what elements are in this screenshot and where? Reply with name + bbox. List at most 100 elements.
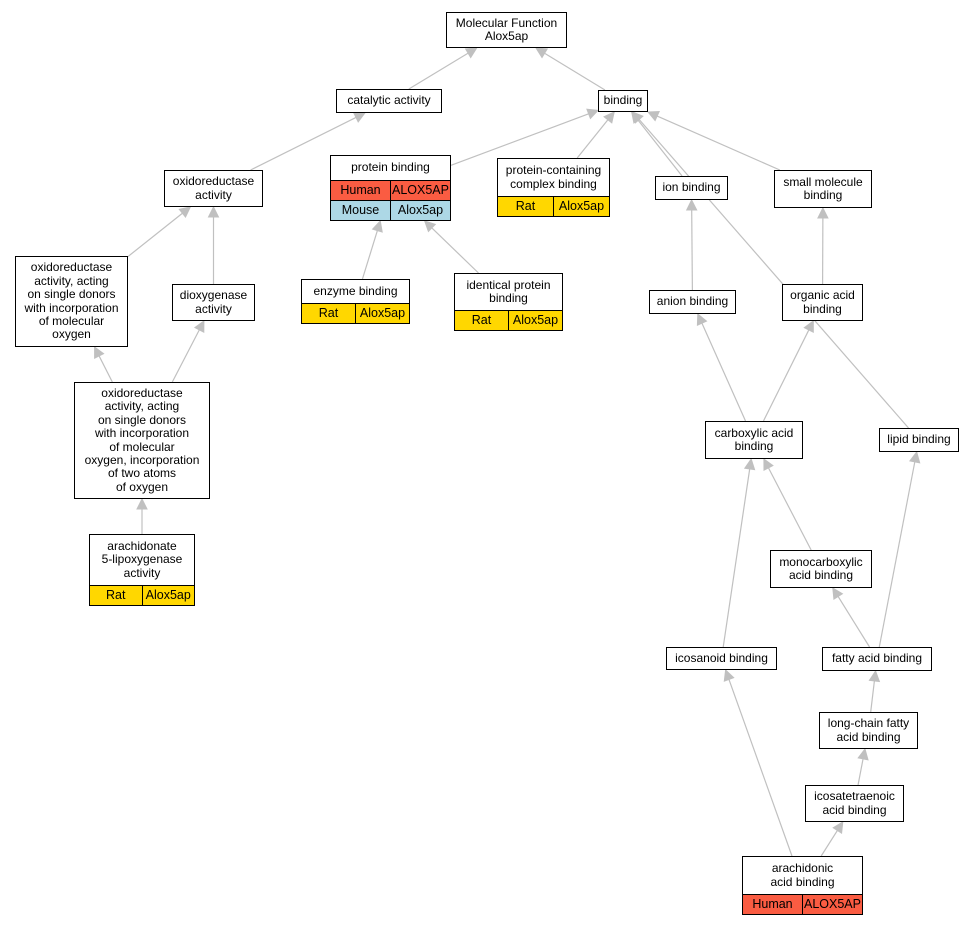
edge-arrowhead bbox=[136, 497, 148, 510]
annotation-species: Rat bbox=[318, 305, 339, 320]
edge-arrowhead bbox=[352, 112, 366, 123]
node-label: monocarboxylic acid binding bbox=[771, 551, 871, 587]
annotation-gene: Alox5ap bbox=[553, 197, 609, 216]
edge-line bbox=[637, 119, 683, 177]
edge-arrowhead bbox=[723, 668, 735, 682]
node-small-molecule-binding[interactable]: small molecule binding bbox=[774, 170, 872, 208]
edge-line bbox=[250, 116, 357, 171]
annotation-species: Mouse bbox=[341, 202, 380, 217]
node-label-line: binding bbox=[734, 439, 774, 453]
edge-arrowhead bbox=[631, 111, 644, 124]
node-label: protein-containing complex binding bbox=[498, 159, 609, 196]
edge-arrowhead bbox=[803, 320, 814, 334]
annotation-row: Mouse Alox5ap bbox=[331, 200, 450, 220]
node-lipid-binding[interactable]: lipid binding bbox=[879, 428, 959, 452]
node-label: protein binding bbox=[331, 156, 450, 180]
edge-arrowhead bbox=[763, 458, 774, 472]
node-label-line: binding bbox=[803, 301, 842, 316]
node-label-line: complex binding bbox=[510, 176, 597, 191]
edge-arrowhead bbox=[535, 47, 549, 59]
node-arachidonic-acid-binding[interactable]: arachidonic acid binding Human ALOX5AP bbox=[742, 856, 863, 915]
node-binding[interactable]: binding bbox=[598, 90, 648, 112]
node-label-line: organic acid bbox=[790, 288, 855, 303]
edge-line bbox=[431, 227, 479, 274]
node-label-line: activity, acting bbox=[104, 399, 180, 414]
node-molecular-function[interactable]: Molecular Function Alox5ap bbox=[446, 12, 567, 48]
node-label: oxidoreductase activity, acting on singl… bbox=[75, 383, 209, 498]
edge-line bbox=[691, 209, 693, 291]
node-fatty-acid-binding[interactable]: fatty acid binding bbox=[822, 647, 932, 671]
node-label-line: with incorporation bbox=[94, 426, 190, 441]
annotation-gene: Alox5ap bbox=[355, 304, 409, 323]
node-label-line: anion binding bbox=[656, 294, 729, 309]
edge-arrowhead bbox=[832, 821, 844, 834]
node-label-line: dioxygenase bbox=[179, 288, 248, 303]
node-label-line: catalytic activity bbox=[347, 93, 431, 108]
node-catalytic-activity[interactable]: catalytic activity bbox=[336, 89, 442, 113]
node-label-line: ion binding bbox=[662, 180, 721, 195]
node-label-line: icosanoid binding bbox=[675, 650, 768, 665]
node-label-line: on single donors bbox=[97, 412, 187, 427]
node-label: icosanoid binding bbox=[667, 648, 776, 669]
edge-line bbox=[701, 322, 747, 422]
node-label-line: of two atoms bbox=[107, 466, 177, 481]
edge-arrowhead bbox=[868, 669, 881, 683]
edge-line bbox=[820, 830, 838, 857]
edge-arrowhead bbox=[586, 108, 600, 120]
annotation-gene: Alox5ap bbox=[390, 201, 450, 220]
node-label-line: of molecular bbox=[109, 439, 175, 454]
edge-arrowhead bbox=[832, 587, 844, 600]
node-label-line: protein binding bbox=[351, 160, 430, 175]
edge-line bbox=[450, 113, 589, 166]
annotation-species: Rat bbox=[515, 198, 536, 213]
node-label-line: activity, acting bbox=[34, 273, 109, 288]
node-label-line: of molecular bbox=[38, 313, 105, 328]
node-carboxylic-acid-binding[interactable]: carboxylic acid binding bbox=[705, 421, 803, 459]
edge-line bbox=[857, 758, 864, 786]
node-enzyme-binding[interactable]: enzyme binding Rat Alox5ap bbox=[301, 279, 410, 324]
node-label-line: arachidonate bbox=[107, 538, 177, 553]
node-label: arachidonate 5-lipoxygenase activity bbox=[90, 535, 194, 585]
edge-arrowhead bbox=[743, 457, 756, 471]
node-arachidonate-5-lipoxygenase[interactable]: arachidonate 5-lipoxygenase activity Rat… bbox=[89, 534, 195, 606]
edge-line bbox=[98, 355, 113, 383]
node-oxidoreductase-single-donors[interactable]: oxidoreductase activity, acting on singl… bbox=[15, 256, 128, 347]
annotation-species: Human bbox=[340, 182, 381, 197]
node-oxidoreductase-two-atoms[interactable]: oxidoreductase activity, acting on singl… bbox=[74, 382, 210, 499]
node-label-line: oxidoreductase bbox=[172, 174, 255, 189]
edge-line bbox=[728, 679, 793, 857]
node-protein-binding[interactable]: protein binding Human ALOX5AP Mouse Alox… bbox=[330, 155, 451, 221]
node-label: anion binding bbox=[650, 291, 735, 313]
node-identical-protein-binding[interactable]: identical protein binding Rat Alox5ap bbox=[454, 273, 563, 331]
node-label-line: arachidonic bbox=[771, 861, 834, 876]
node-icosanoid-binding[interactable]: icosanoid binding bbox=[666, 647, 777, 670]
node-monocarboxylic-acid-binding[interactable]: monocarboxylic acid binding bbox=[770, 550, 872, 588]
node-label-line: with incorporation bbox=[24, 300, 119, 315]
node-label-line: fatty acid binding bbox=[831, 651, 923, 666]
node-oxidoreductase-activity[interactable]: oxidoreductase activity bbox=[164, 170, 263, 207]
edge-line bbox=[576, 119, 609, 159]
node-protein-containing-complex-binding[interactable]: protein-containing complex binding Rat A… bbox=[497, 158, 610, 217]
edge-line bbox=[171, 329, 200, 383]
node-label-line: activity bbox=[195, 187, 232, 202]
node-long-chain-fatty-acid-binding[interactable]: long-chain fatty acid binding bbox=[819, 712, 918, 749]
node-dioxygenase-activity[interactable]: dioxygenase activity bbox=[172, 284, 255, 321]
node-icosatetraenoic-acid-binding[interactable]: icosatetraenoic acid binding bbox=[805, 785, 904, 822]
node-label: carboxylic acid binding bbox=[706, 422, 802, 458]
node-label-line: acid binding bbox=[836, 729, 901, 744]
node-label: lipid binding bbox=[880, 429, 958, 451]
node-anion-binding[interactable]: anion binding bbox=[649, 290, 736, 314]
annotation-species: Rat bbox=[106, 587, 126, 602]
node-label-line: icosatetraenoic bbox=[814, 789, 895, 804]
annotation-gene: Alox5ap bbox=[508, 311, 562, 330]
node-label-line: acid binding bbox=[822, 802, 887, 817]
node-label-line: activity bbox=[195, 301, 232, 316]
node-ion-binding[interactable]: ion binding bbox=[655, 176, 728, 200]
edge-line bbox=[638, 119, 909, 429]
node-label-line: binding bbox=[603, 93, 643, 108]
node-organic-acid-binding[interactable]: organic acid binding bbox=[782, 284, 863, 321]
node-label-line: Alox5ap bbox=[484, 29, 529, 43]
edge-line bbox=[837, 596, 871, 648]
node-label-line: monocarboxylic bbox=[779, 554, 863, 569]
